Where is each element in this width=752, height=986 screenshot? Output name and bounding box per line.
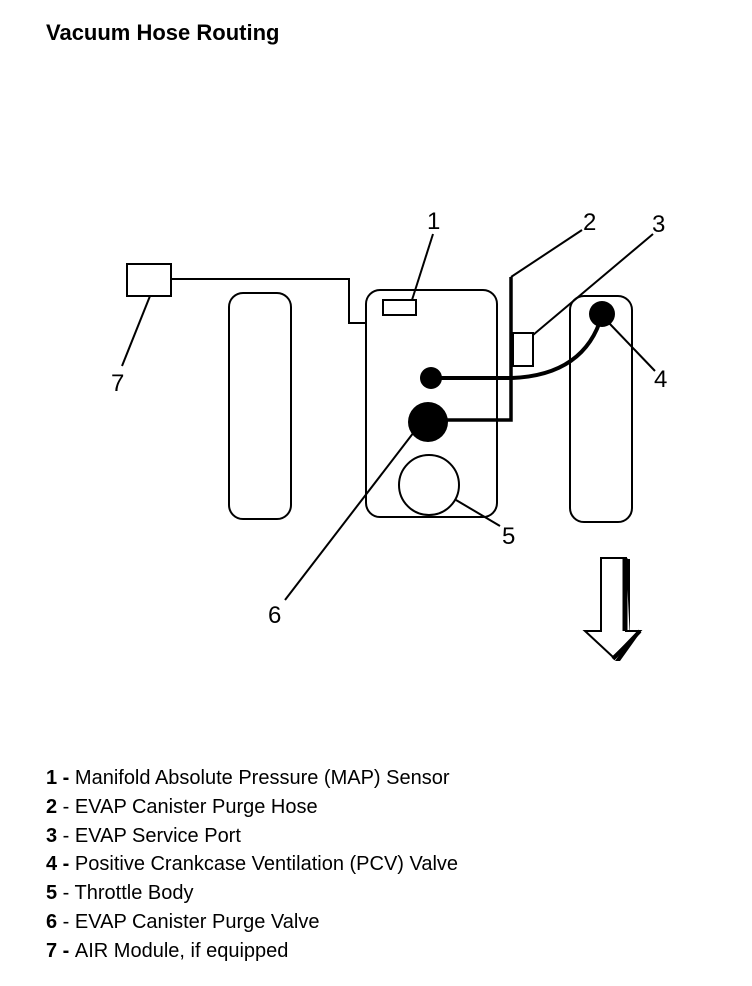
legend-separator: -	[57, 795, 75, 818]
legend-item-5: 5 - Throttle Body	[46, 879, 458, 908]
legend-text: Positive Crankcase Ventilation (PCV) Val…	[74, 853, 459, 876]
legend-item-4: 4 - Positive Crankcase Ventilation (PCV)…	[46, 850, 458, 879]
parts-legend: 1 - Manifold Absolute Pressure (MAP) Sen…	[46, 764, 458, 966]
callout-2: 2	[583, 209, 596, 236]
legend-text: Throttle Body	[74, 882, 194, 905]
callout-7: 7	[111, 370, 124, 397]
legend-separator: -	[57, 853, 75, 876]
right-intake-runner	[569, 295, 633, 523]
callout-5: 5	[502, 523, 515, 550]
legend-number: 3	[46, 824, 58, 847]
legend-separator: -	[57, 824, 75, 847]
leader-line-3	[532, 233, 654, 336]
legend-separator: -	[57, 910, 75, 933]
leader-line-7	[121, 295, 151, 367]
air-module-hose	[171, 278, 366, 324]
pcv-hose	[431, 314, 604, 380]
legend-text: Manifold Absolute Pressure (MAP) Sensor	[74, 767, 450, 789]
legend-separator: -	[57, 767, 75, 789]
callout-6: 6	[268, 602, 281, 629]
throttle-body	[398, 454, 460, 516]
legend-separator: -	[57, 939, 75, 962]
diagram-title: Vacuum Hose Routing	[46, 20, 280, 45]
callout-3: 3	[652, 211, 665, 238]
legend-separator: -	[57, 882, 75, 905]
legend-text: AIR Module, if equipped	[74, 939, 289, 962]
legend-item-6: 6 - EVAP Canister Purge Valve	[46, 908, 458, 937]
pcv-valve	[589, 301, 615, 327]
callout-1: 1	[427, 208, 440, 235]
evap-service-port	[512, 332, 534, 367]
leader-line-1	[411, 233, 434, 301]
legend-number: 7	[46, 939, 58, 962]
legend-item-1: 1 - Manifold Absolute Pressure (MAP) Sen…	[46, 764, 458, 793]
legend-number: 5	[46, 882, 58, 905]
front-direction-arrow-icon	[582, 557, 643, 661]
legend-text: EVAP Canister Purge Valve	[74, 910, 320, 933]
legend-text: EVAP Canister Purge Hose	[74, 795, 318, 818]
evap-purge-valve	[408, 402, 448, 442]
legend-number: 2	[46, 795, 58, 818]
legend-number: 1	[46, 767, 58, 789]
left-intake-runner	[228, 292, 292, 520]
leader-line-6	[284, 431, 415, 601]
callout-4: 4	[654, 366, 667, 393]
leader-line-5	[455, 499, 501, 527]
legend-item-2: 2 - EVAP Canister Purge Hose	[46, 793, 458, 822]
evap-purge-hose	[442, 277, 513, 422]
legend-number: 4	[46, 853, 58, 876]
legend-number: 6	[46, 910, 58, 933]
map-sensor	[382, 299, 417, 316]
leader-line-4	[608, 322, 656, 372]
legend-text: EVAP Service Port	[74, 824, 241, 847]
intake-plenum	[365, 289, 498, 518]
leader-line-2	[510, 229, 583, 278]
legend-item-7: 7 - AIR Module, if equipped	[46, 937, 458, 966]
legend-item-3: 3 - EVAP Service Port	[46, 822, 458, 851]
plenum-small-port	[420, 367, 442, 389]
air-module	[126, 263, 172, 297]
